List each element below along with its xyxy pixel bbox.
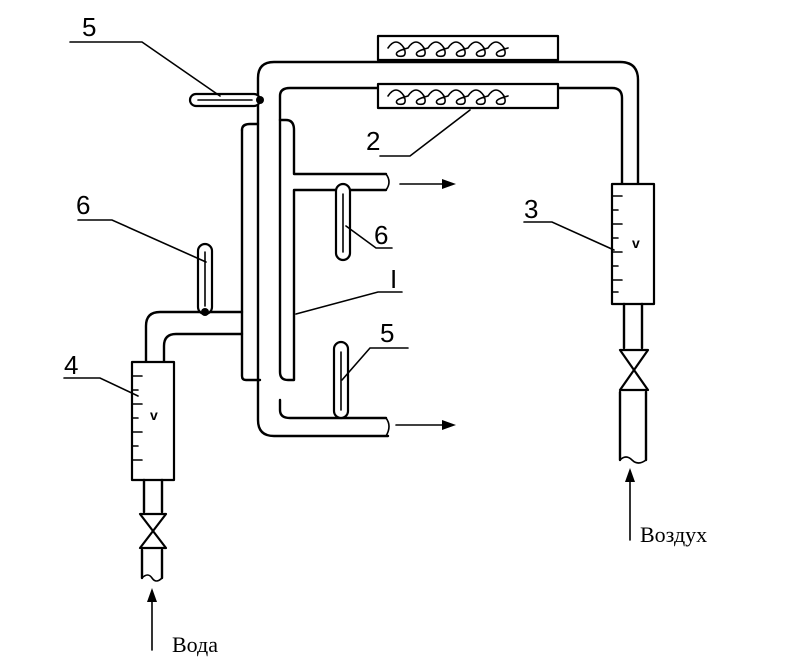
column-tube <box>240 98 456 438</box>
thermometer-mid <box>334 182 352 262</box>
rotameter-3-scale <box>611 195 623 293</box>
label-rotameter-water: 4 <box>64 350 78 380</box>
label-thermometer-bottom: 5 <box>380 318 394 348</box>
thermometer-top <box>188 92 264 108</box>
thermometer-left <box>196 242 214 316</box>
leader-lines <box>63 41 615 397</box>
label-heater: 2 <box>366 126 380 156</box>
rotameter-4-float: v <box>150 407 158 423</box>
label-column: I <box>390 264 397 294</box>
label-thermometer-left: 6 <box>76 190 90 220</box>
rotameter-3-float: v <box>632 235 640 251</box>
air-supply-line <box>256 60 656 541</box>
rotameter-4-scale <box>131 375 143 461</box>
heater-coil <box>376 34 560 110</box>
label-thermometer-mid: 6 <box>374 220 388 250</box>
caption-air: Воздух <box>640 522 707 547</box>
water-supply-line <box>130 310 244 651</box>
label-thermometer-top: 5 <box>82 12 96 42</box>
caption-water: Вода <box>172 632 218 657</box>
label-rotameter-air: 3 <box>524 194 538 224</box>
thermometer-bottom <box>332 340 350 420</box>
